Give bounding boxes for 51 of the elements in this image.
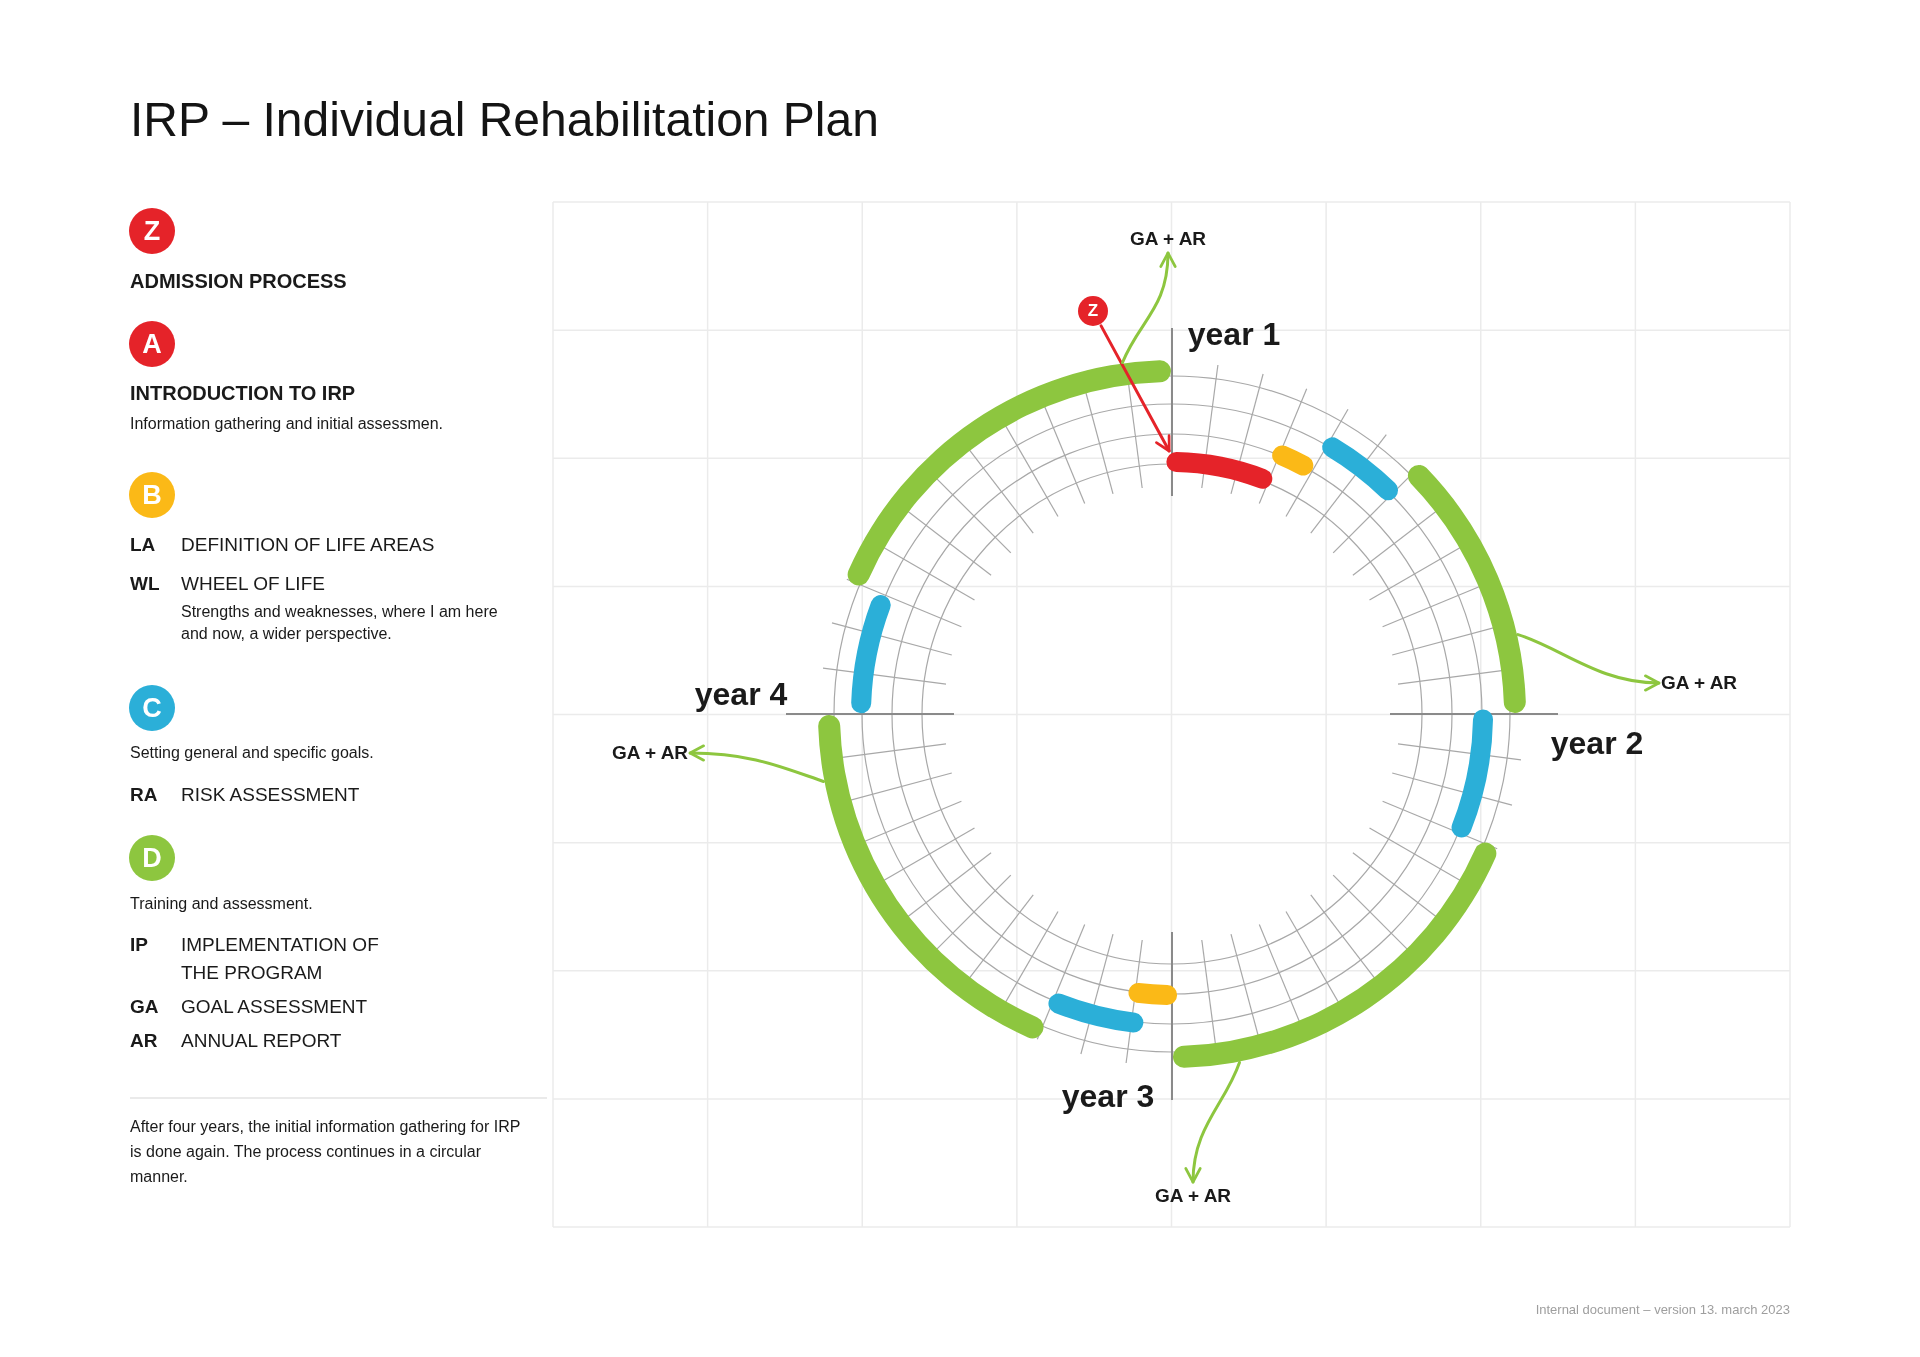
year-label: year 1 — [1187, 315, 1281, 354]
milestone-label: GA + AR — [1154, 1184, 1232, 1208]
arrow — [1516, 633, 1661, 691]
phase-arc — [1173, 842, 1497, 1068]
phase-arc — [851, 595, 891, 714]
letter-marker: A — [129, 321, 175, 367]
phase-arc — [847, 360, 1171, 586]
phase-heading: ADMISSION PROCESS — [130, 268, 347, 294]
phase-description: Training and assessment. — [130, 894, 313, 914]
note: After four years, the initial information gathering for IRP is done again. The process continues in a circular manner. — [130, 1117, 522, 1187]
phase-arc — [1272, 445, 1314, 476]
arrow — [1121, 251, 1176, 364]
phase-heading: INTRODUCTION TO IRP — [130, 380, 356, 406]
letter-marker: Z — [1078, 296, 1108, 326]
term: WHEEL OF LIFE — [181, 572, 325, 596]
term: IMPLEMENTATION OF THE PROGRAM — [181, 933, 380, 985]
term: DEFINITION OF LIFE AREAS — [181, 533, 435, 557]
milestone-label: GA + AR — [1660, 671, 1738, 695]
phase-arc — [1128, 983, 1178, 1005]
term-description: Strengths and weaknesses, where I am here and now, a wider perspective. — [181, 602, 499, 644]
abbreviation: GA — [130, 995, 159, 1019]
phase-arc — [1451, 709, 1493, 838]
arrow — [1185, 1061, 1241, 1184]
letter-marker: Z — [129, 208, 175, 254]
year-label: year 4 — [694, 675, 788, 714]
letter-marker: D — [129, 835, 175, 881]
letter-marker: B — [129, 472, 175, 518]
year-label: year 2 — [1550, 724, 1644, 763]
arrow — [688, 744, 825, 783]
phase-description: Information gathering and initial assessmen. — [130, 414, 444, 434]
abbreviation: RA — [130, 783, 158, 807]
letter-marker: C — [129, 685, 175, 731]
arrow — [1099, 324, 1171, 453]
abbreviation: AR — [130, 1029, 158, 1053]
abbreviation: WL — [130, 572, 160, 596]
term: GOAL ASSESSMENT — [181, 995, 368, 1019]
footer-note: Internal document – version 13. march 2023 — [1535, 1302, 1790, 1318]
phase-arc — [1322, 437, 1399, 501]
phase-arc — [1166, 452, 1273, 489]
phase-description: Setting general and specific goals. — [130, 743, 374, 763]
milestone-label: GA + AR — [1129, 227, 1207, 251]
title: IRP – Individual Rehabilitation Plan — [130, 92, 879, 148]
abbreviation: LA — [130, 533, 156, 557]
abbreviation: IP — [130, 933, 148, 957]
phase-arc — [818, 715, 1044, 1039]
year-label: year 3 — [1061, 1077, 1155, 1116]
term: ANNUAL REPORT — [181, 1029, 342, 1053]
term: RISK ASSESSMENT — [181, 783, 360, 807]
phase-arc — [1048, 993, 1144, 1033]
phase-arc — [1407, 464, 1526, 713]
milestone-label: GA + AR — [611, 741, 689, 765]
